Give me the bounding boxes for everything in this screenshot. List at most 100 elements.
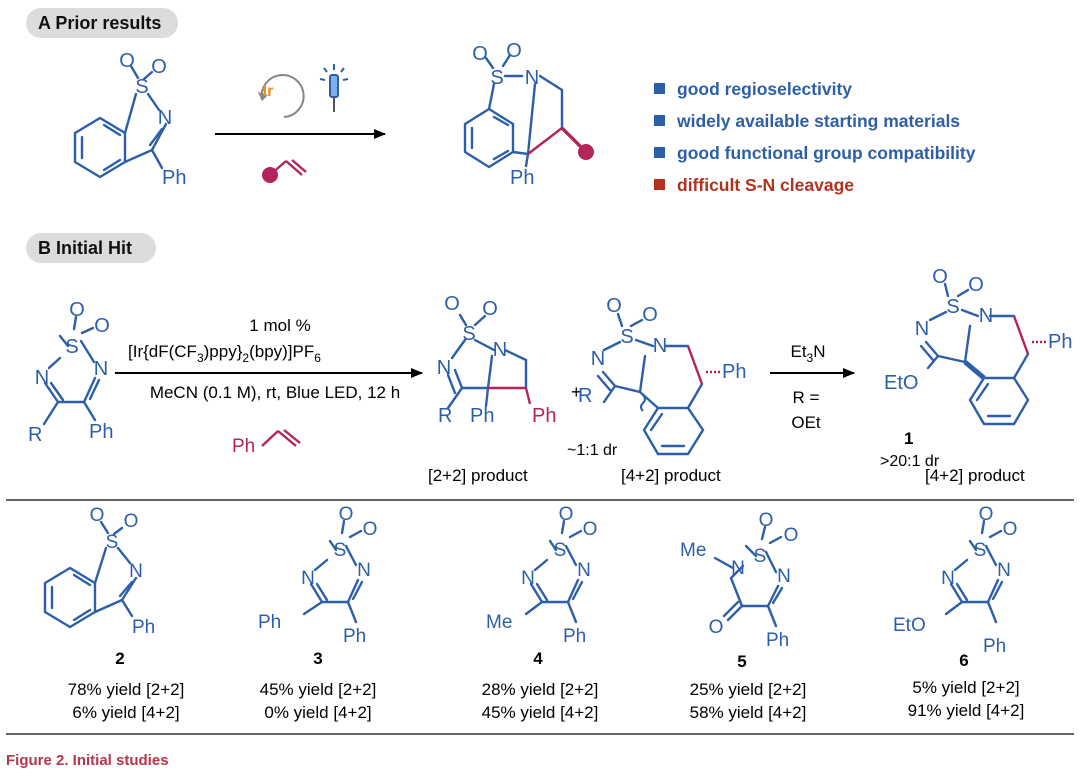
svg-text:45% yield [4+2]: 45% yield [4+2]	[482, 703, 599, 722]
svg-text:O: O	[606, 295, 622, 317]
svg-text:S: S	[946, 296, 959, 318]
svg-text:Ph: Ph	[983, 636, 1006, 657]
blue-led-icon	[319, 64, 349, 112]
svg-text:S: S	[462, 323, 475, 345]
svg-text:Ph: Ph	[1048, 331, 1072, 353]
svg-text:Ph: Ph	[722, 361, 746, 383]
svg-text:3: 3	[313, 649, 322, 668]
svg-text:Ph: Ph	[563, 626, 586, 647]
svg-text:O: O	[472, 43, 488, 65]
svg-text:O: O	[124, 511, 139, 532]
square-bullet-icon	[654, 147, 665, 158]
svg-text:S: S	[974, 540, 987, 561]
svg-text:[2+2] product: [2+2] product	[428, 466, 528, 485]
svg-text:S: S	[620, 326, 633, 348]
svg-text:S: S	[334, 540, 347, 561]
section-b-label: B Initial Hit	[26, 233, 156, 263]
photocatalyst-icon: Ir	[258, 74, 305, 118]
svg-text:N: N	[997, 560, 1011, 581]
svg-text:N: N	[915, 318, 929, 340]
svg-text:O: O	[339, 504, 354, 525]
cycloadduct-product-a: S N O O Ph	[463, 40, 594, 189]
square-bullet-icon	[654, 179, 665, 190]
svg-text:OEt: OEt	[791, 413, 821, 432]
svg-text:Ph: Ph	[162, 167, 186, 189]
svg-text:1: 1	[904, 429, 913, 448]
svg-text:2: 2	[115, 649, 124, 668]
svg-text:MeCN (0.1 M), rt, Blue LED, 12: MeCN (0.1 M), rt, Blue LED, 12 h	[150, 383, 400, 402]
svg-text:O: O	[151, 56, 167, 78]
svg-text:N: N	[521, 568, 535, 589]
section-a-label: A Prior results	[26, 8, 178, 38]
compound-1-structure: S N N O O EtO Ph	[884, 266, 1072, 426]
svg-text:S: S	[106, 532, 119, 553]
svg-text:28% yield [2+2]: 28% yield [2+2]	[482, 680, 599, 699]
thiadiazole-dioxide-reactant: S N N O O R Ph	[28, 299, 113, 446]
bullet-item: good functional group compatibility	[654, 137, 975, 169]
svg-text:O: O	[709, 617, 724, 638]
svg-text:>20:1 dr: >20:1 dr	[880, 453, 940, 470]
svg-text:N: N	[653, 335, 667, 357]
svg-text:25% yield [2+2]: 25% yield [2+2]	[690, 680, 807, 699]
figure-caption: Figure 2. Initial studies	[6, 752, 169, 769]
svg-text:O: O	[759, 510, 774, 531]
svg-text:O: O	[90, 505, 105, 526]
svg-text:Ph: Ph	[258, 612, 281, 633]
svg-text:N: N	[591, 348, 605, 370]
svg-text:[Ir{dF(CF3)ppy}2(bpy)]PF6: [Ir{dF(CF3)ppy}2(bpy)]PF6	[128, 342, 321, 365]
product-labels: [2+2] product [4+2] product [4+2] produc…	[428, 466, 1025, 485]
svg-text:Me: Me	[486, 612, 512, 633]
svg-text:N: N	[437, 357, 451, 379]
svg-text:S: S	[135, 76, 148, 98]
svg-text:N: N	[525, 67, 539, 89]
svg-text:R: R	[578, 385, 592, 407]
svg-text:O: O	[69, 299, 85, 321]
svg-text:Ph: Ph	[132, 617, 155, 638]
svg-text:78% yield [2+2]: 78% yield [2+2]	[68, 680, 185, 699]
svg-text:N: N	[35, 367, 49, 389]
svg-text:Ph: Ph	[343, 626, 366, 647]
svg-text:0% yield [4+2]: 0% yield [4+2]	[264, 703, 371, 722]
svg-text:6: 6	[959, 651, 968, 670]
svg-text:N: N	[941, 568, 955, 589]
svg-text:4: 4	[533, 649, 543, 668]
svg-text:O: O	[482, 298, 498, 320]
svg-text:S: S	[65, 336, 78, 358]
svg-text:R: R	[438, 405, 452, 427]
compound-3-structure: S N N O O Ph Ph	[258, 504, 377, 647]
svg-text:45% yield [2+2]: 45% yield [2+2]	[260, 680, 377, 699]
svg-text:O: O	[94, 315, 110, 337]
reaction-conditions: 1 mol % [Ir{dF(CF3)ppy}2(bpy)]PF6 MeCN (…	[128, 316, 400, 402]
svg-text:Ph: Ph	[532, 405, 556, 427]
compound-2-structure: S N O O Ph	[43, 505, 155, 638]
svg-text:O: O	[1003, 519, 1018, 540]
svg-text:O: O	[932, 266, 948, 288]
square-bullet-icon	[654, 115, 665, 126]
svg-text:Et3N: Et3N	[790, 342, 825, 365]
compound-6-structure: S N N O O EtO Ph	[893, 504, 1017, 657]
svg-text:N: N	[493, 339, 507, 361]
svg-text:[4+2] product: [4+2] product	[621, 466, 721, 485]
svg-text:O: O	[363, 519, 378, 540]
svg-text:Ph: Ph	[470, 405, 494, 427]
svg-text:R =: R =	[793, 388, 820, 407]
svg-text:O: O	[642, 304, 658, 326]
svg-text:91% yield [4+2]: 91% yield [4+2]	[908, 701, 1025, 720]
svg-text:EtO: EtO	[893, 615, 926, 636]
svg-text:N: N	[979, 305, 993, 327]
scope-yields: 2 78% yield [2+2] 6% yield [4+2] 3 45% y…	[68, 649, 1025, 722]
compound-5-structure: S N N O O Me O Ph	[680, 510, 798, 651]
svg-text:Me: Me	[680, 540, 706, 561]
svg-text:O: O	[506, 40, 522, 62]
advantages-list: good regioselectivity widely available s…	[654, 73, 975, 201]
svg-text:N: N	[158, 107, 172, 129]
svg-text:N: N	[129, 561, 143, 582]
bullet-item: widely available starting materials	[654, 105, 975, 137]
svg-text:O: O	[979, 504, 994, 525]
svg-text:5% yield [2+2]: 5% yield [2+2]	[912, 678, 1019, 697]
svg-text:S: S	[554, 540, 567, 561]
svg-text:EtO: EtO	[884, 372, 918, 394]
square-bullet-icon	[654, 83, 665, 94]
svg-text:+: +	[571, 382, 582, 402]
svg-text:N: N	[777, 566, 791, 587]
